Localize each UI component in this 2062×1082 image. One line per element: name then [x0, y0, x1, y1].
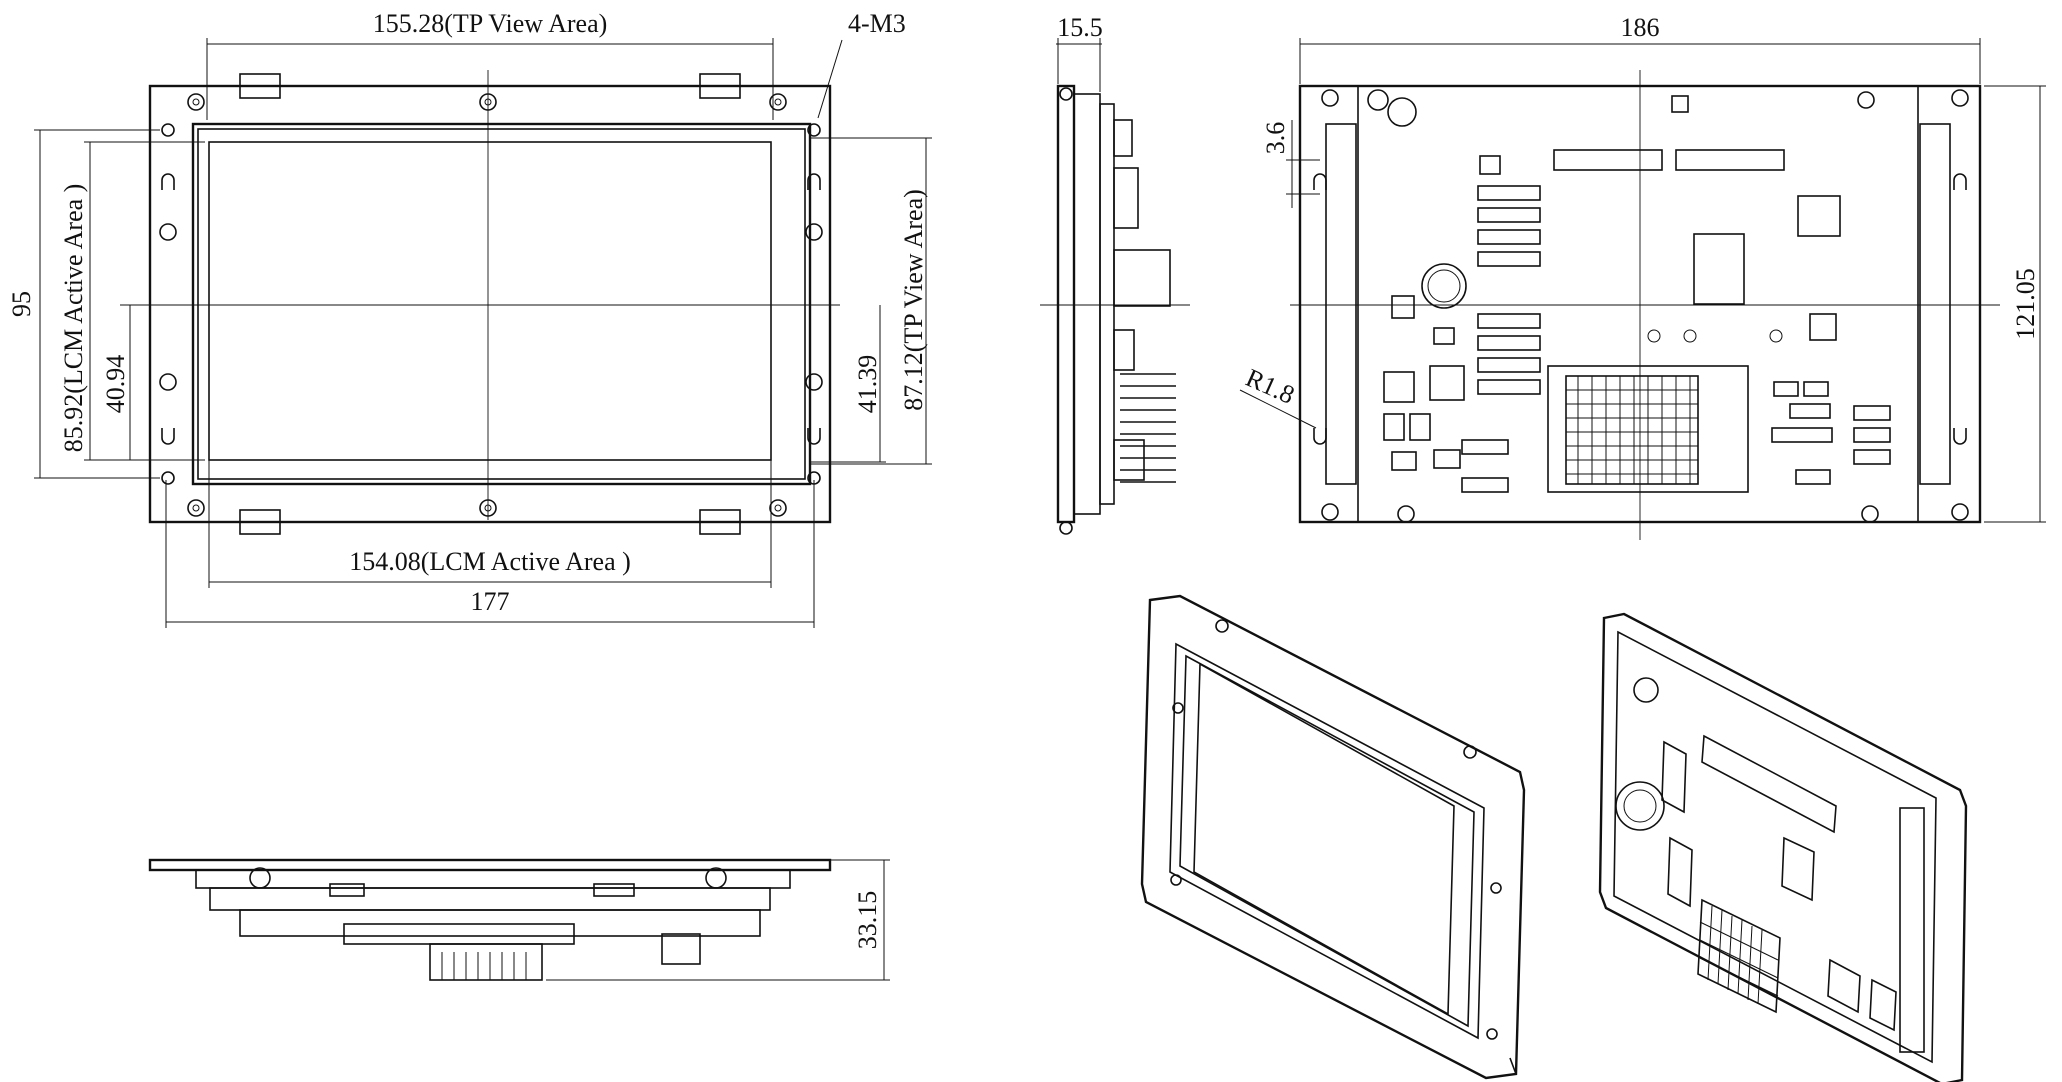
dim-total-height-front: 95 [7, 291, 36, 317]
dim-total-height-back: 121.05 [2011, 268, 2040, 340]
bottom-view: 33.15 [148, 858, 890, 981]
dim-screw-callout: 4-M3 [848, 9, 906, 38]
front-view: 155.28(TP View Area) 4-M3 95 85.92(LCM A… [7, 9, 932, 628]
dim-total-width-back: 186 [1621, 13, 1660, 42]
dim-total-width-front: 177 [471, 587, 510, 616]
dim-lcm-active-height: 85.92(LCM Active Area ) [59, 184, 88, 453]
back-connectors [1461, 185, 1541, 493]
back-view: 186 3.6 R1.8 121.05 [1239, 13, 2046, 540]
dim-radius: R1.8 [1242, 363, 1299, 410]
iso-front-view [1140, 594, 1526, 1080]
dim-lcm-active-width: 154.08(LCM Active Area ) [349, 547, 631, 576]
back-heatsink [1547, 365, 1749, 493]
iso-back-view [1598, 612, 1968, 1082]
dim-half-height-right: 41.39 [853, 355, 882, 414]
dim-half-height-left: 40.94 [101, 355, 130, 414]
front-screw-holes [159, 93, 823, 517]
dim-depth-bottom: 33.15 [853, 891, 882, 950]
dim-tp-view-height: 87.12(TP View Area) [899, 189, 928, 411]
iso-heatsink [1697, 898, 1781, 1014]
dim-hole-offset: 3.6 [1261, 122, 1290, 155]
bottom-heatsink [429, 943, 543, 981]
side-view: 15.5 [1040, 13, 1190, 535]
dim-thickness-side: 15.5 [1057, 13, 1103, 42]
side-heatsink [1120, 373, 1176, 483]
dim-tp-view-width: 155.28(TP View Area) [373, 9, 608, 38]
